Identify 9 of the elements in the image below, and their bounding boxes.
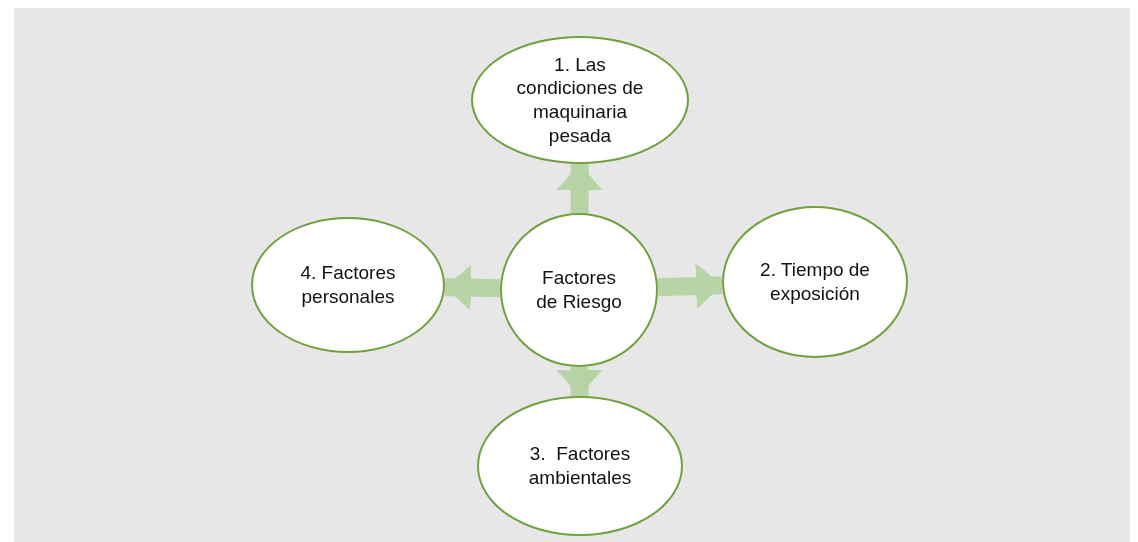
- node-label: Factores de Riesgo: [535, 266, 623, 314]
- node-label: 4. Factores personales: [299, 261, 397, 309]
- block-arrow: [556, 163, 603, 214]
- node-label: 1. Las condiciones de maquinaria pesada: [515, 52, 645, 148]
- block-arrow: [556, 366, 603, 397]
- node-label: 2. Tiempo de exposición: [760, 258, 870, 306]
- block-arrow: [657, 263, 723, 309]
- node-label: 3. Factores ambientales: [527, 442, 633, 490]
- block-arrow: [444, 264, 501, 311]
